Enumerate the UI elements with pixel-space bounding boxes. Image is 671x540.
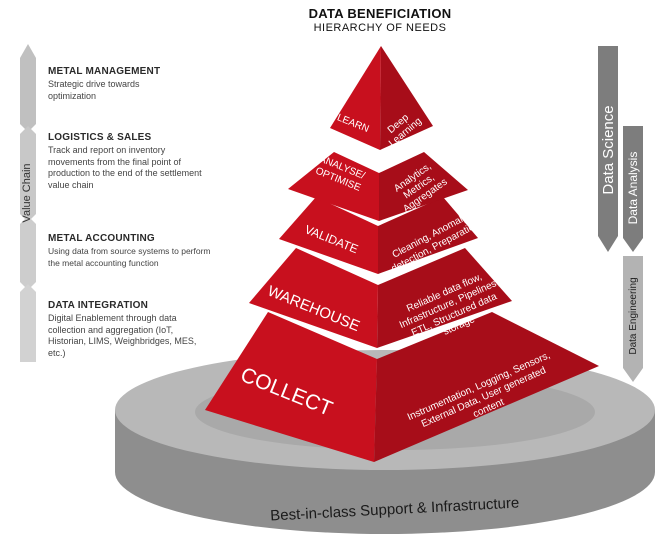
chain-item-desc: Using data from source systems to perfor… bbox=[48, 246, 211, 268]
data-science-label: Data Science bbox=[600, 105, 617, 194]
value-chain-segment-2 bbox=[20, 126, 36, 222]
chain-item-logistics-sales: LOGISTICS & SALES Track and report on in… bbox=[48, 132, 213, 191]
data-analysis-bar bbox=[623, 126, 643, 252]
chain-item-heading: METAL ACCOUNTING bbox=[48, 233, 155, 244]
title-line-2: HIERARCHY OF NEEDS bbox=[313, 22, 447, 34]
pyramid-level-learn-front bbox=[330, 46, 381, 150]
chain-item-heading: LOGISTICS & SALES bbox=[48, 132, 152, 143]
chain-item-desc: Track and report on inventory movements … bbox=[48, 145, 202, 190]
chain-item-desc: Digital Enablement through data collecti… bbox=[48, 313, 197, 358]
pyramid-level-warehouse-front bbox=[249, 248, 378, 348]
chain-item-data-integration: DATA INTEGRATION Digital Enablement thro… bbox=[48, 300, 213, 359]
value-chain-segment-3 bbox=[20, 216, 36, 290]
pyramid-level-warehouse-side bbox=[377, 248, 512, 348]
pyramid-level-collect-side bbox=[374, 312, 599, 462]
chain-item-heading: METAL MANAGEMENT bbox=[48, 66, 161, 77]
chain-item-desc: Strategic drive towards optimization bbox=[48, 79, 140, 101]
pyramid-level-analyse-front bbox=[288, 152, 379, 221]
pyramid-level-collect-front bbox=[205, 312, 377, 462]
pyramid-level-validate-front bbox=[279, 197, 378, 274]
data-science-bar bbox=[598, 46, 618, 252]
pyramid-level-validate-side bbox=[378, 197, 478, 274]
data-analysis-label: Data Analysis bbox=[626, 152, 640, 225]
value-chain-segment-4 bbox=[20, 284, 36, 362]
chain-item-metal-accounting: METAL ACCOUNTING Using data from source … bbox=[48, 233, 213, 269]
pyramid-level-learn-side bbox=[380, 46, 433, 150]
chain-item-heading: DATA INTEGRATION bbox=[48, 300, 149, 311]
title-block: DATA BENEFICIATION HIERARCHY OF NEEDS bbox=[270, 6, 490, 34]
chain-item-metal-management: METAL MANAGEMENT Strategic drive towards… bbox=[48, 66, 213, 102]
value-chain-segment-1 bbox=[20, 44, 36, 132]
title-line-1: DATA BENEFICIATION bbox=[308, 6, 452, 21]
pyramid-level-analyse-side bbox=[379, 152, 468, 221]
data-engineering-bar bbox=[623, 256, 643, 382]
data-engineering-label: Data Engineering bbox=[628, 277, 639, 354]
